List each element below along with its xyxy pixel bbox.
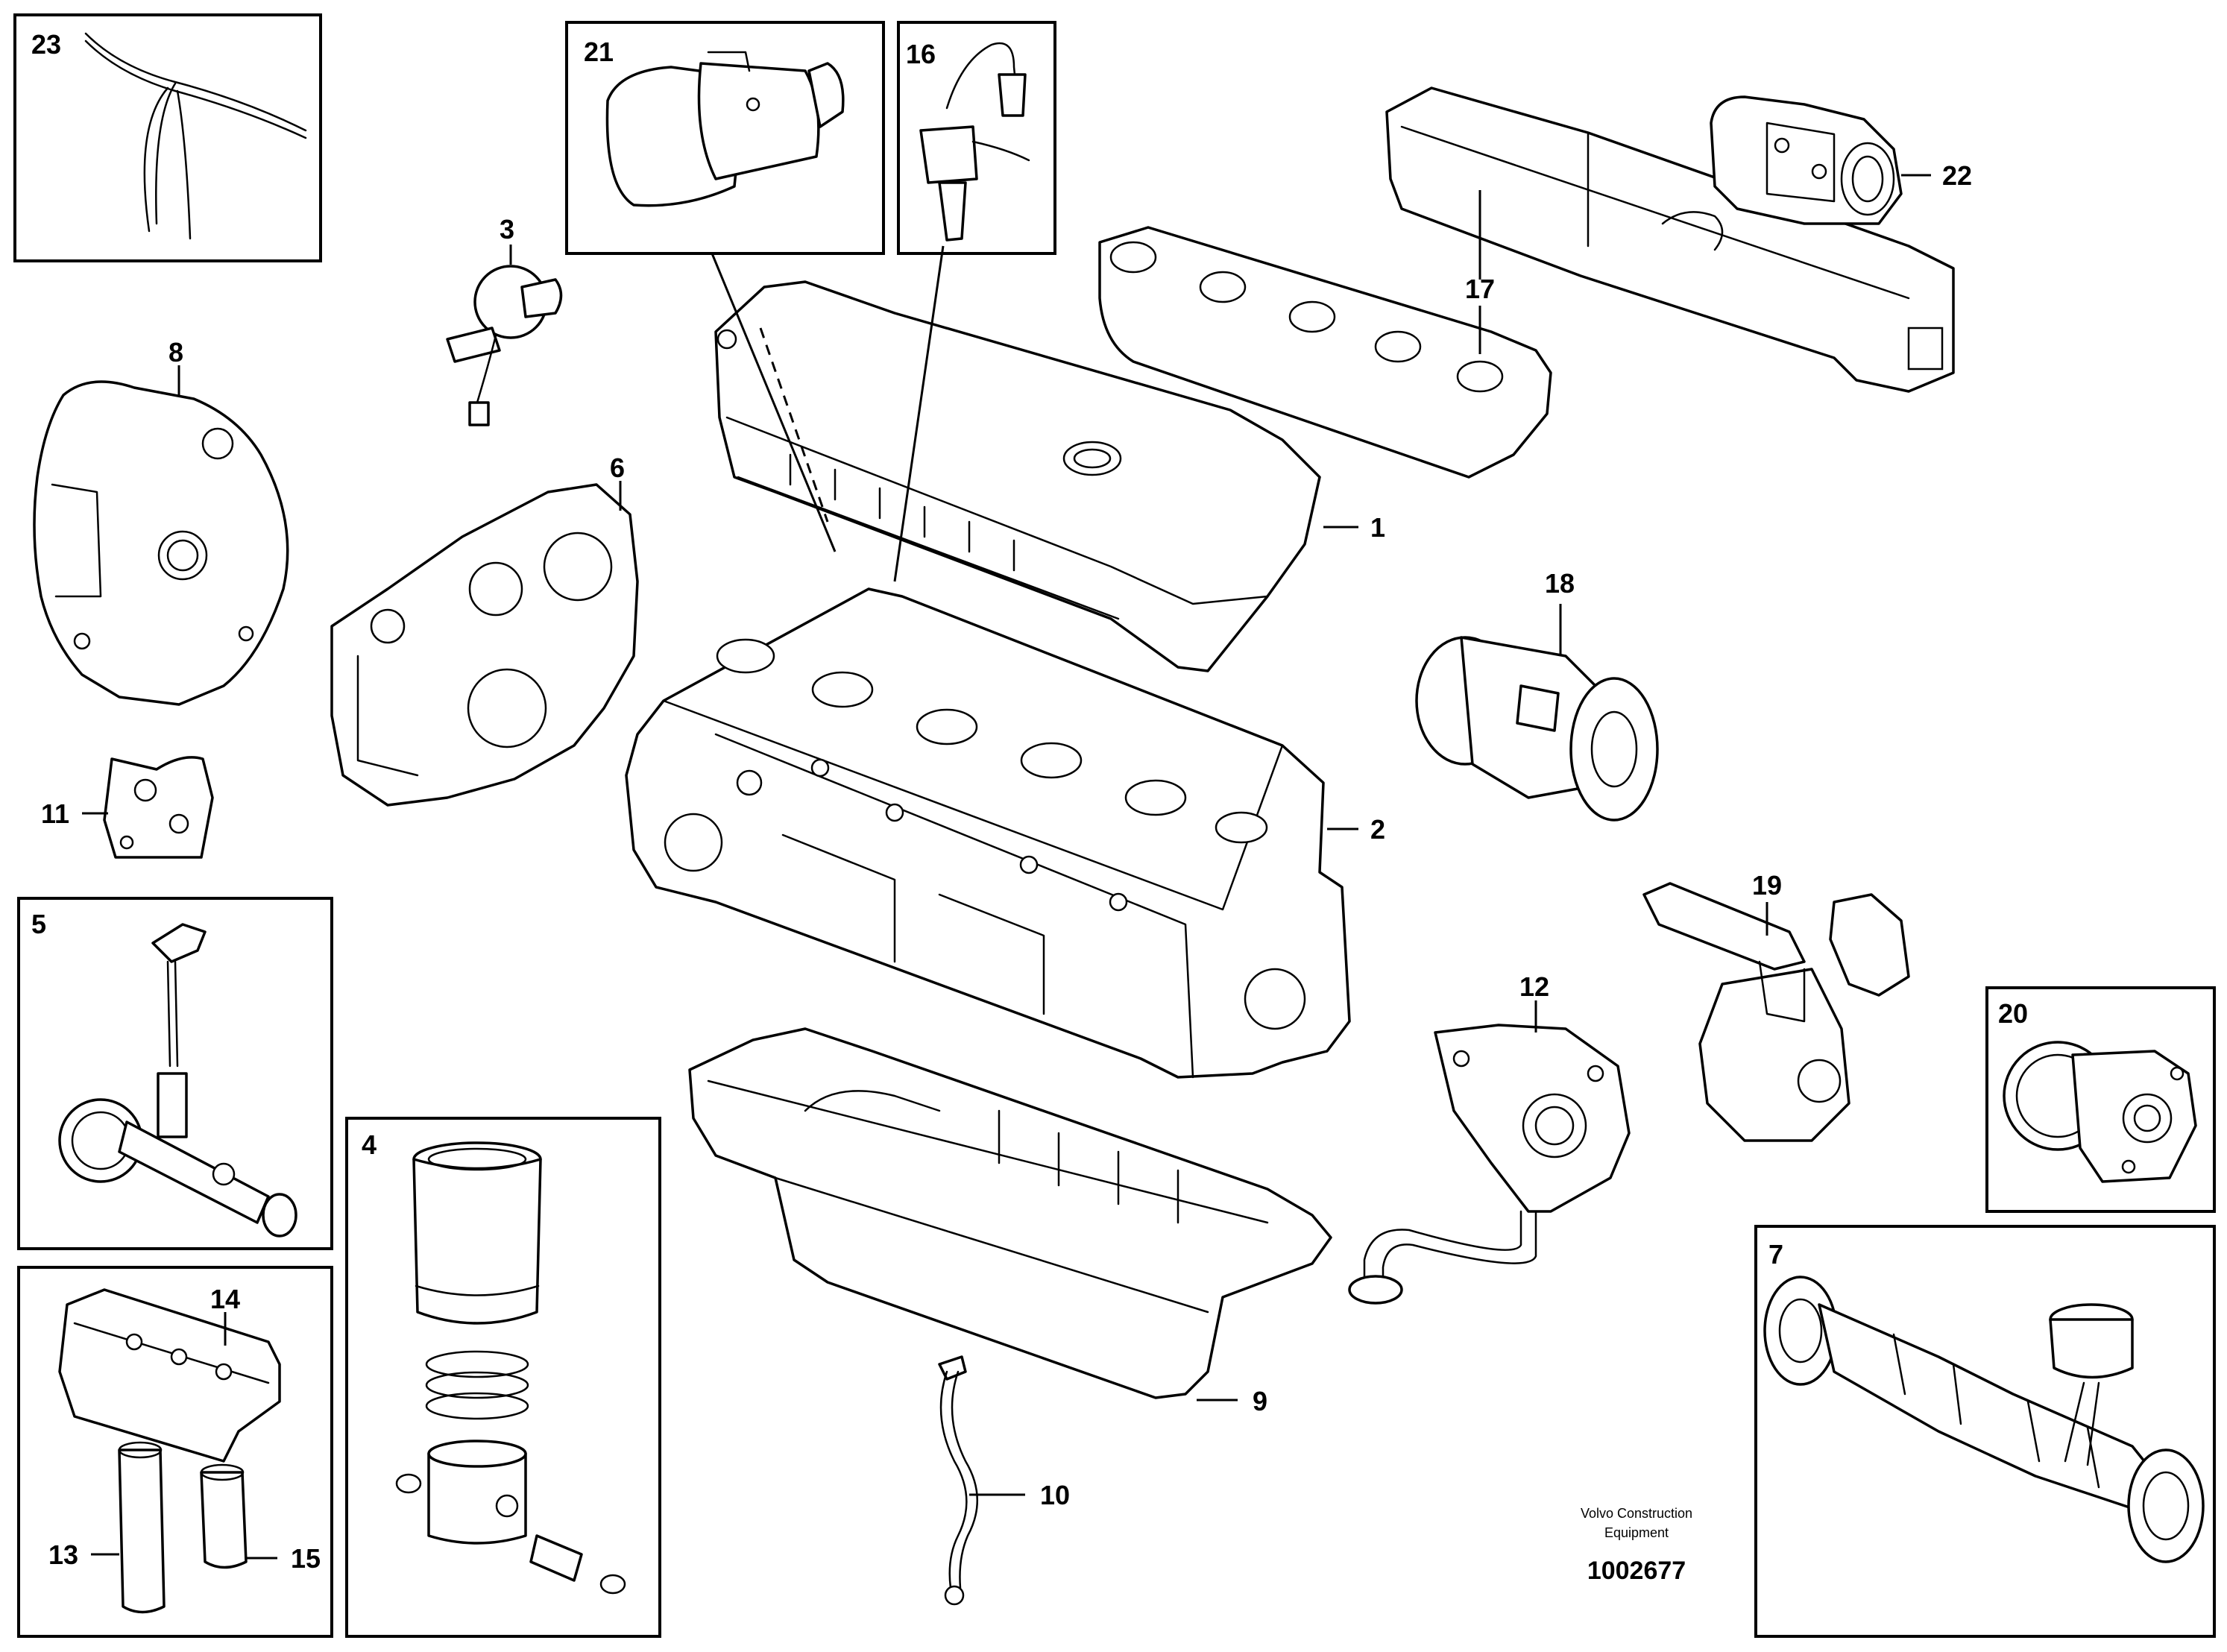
inset-16-leader bbox=[893, 245, 945, 582]
oil-pump-part bbox=[1348, 1024, 1631, 1305]
callout-5: 5 bbox=[31, 909, 46, 939]
injector-part bbox=[919, 42, 1030, 242]
inset-frame-16 bbox=[897, 21, 1056, 255]
callout-2: 2 bbox=[1370, 814, 1385, 845]
callout-18: 18 bbox=[1545, 568, 1575, 599]
callout-17: 17 bbox=[1465, 274, 1495, 304]
valve-cover-part bbox=[714, 280, 1321, 672]
callout-leaders bbox=[82, 174, 1931, 1560]
inset-frame-23 bbox=[13, 13, 322, 262]
drawing-number: 1002677 bbox=[1587, 1557, 1686, 1585]
oil-cooler-filter-part bbox=[58, 1288, 281, 1614]
starter-motor-part bbox=[605, 51, 845, 207]
water-pump-part bbox=[1642, 882, 1910, 1142]
oil-pan-part bbox=[688, 1027, 1332, 1399]
callout-4: 4 bbox=[362, 1129, 377, 1160]
drawing-footer: Volvo Construction Equipment 1002677 bbox=[1581, 1506, 1692, 1585]
callout-3: 3 bbox=[500, 214, 514, 245]
dipstick-tube-part bbox=[938, 1355, 979, 1606]
callout-22: 22 bbox=[1942, 160, 1972, 191]
callout-14: 14 bbox=[210, 1284, 240, 1314]
callout-11: 11 bbox=[41, 798, 69, 829]
callout-19: 19 bbox=[1752, 870, 1782, 901]
callout-1: 1 bbox=[1370, 512, 1385, 543]
liner-piston-kit-part bbox=[395, 1141, 626, 1595]
callout-16: 16 bbox=[906, 39, 936, 69]
turbocharger-part bbox=[1415, 636, 1659, 822]
callout-9: 9 bbox=[1253, 1386, 1267, 1416]
camshaft-rocker-part bbox=[58, 923, 297, 1238]
cylinder-block-part bbox=[625, 587, 1351, 1079]
callout-8: 8 bbox=[168, 337, 183, 368]
callout-7: 7 bbox=[1768, 1239, 1783, 1270]
wiring-harness-part bbox=[84, 32, 307, 240]
inset-frame-14 bbox=[17, 1266, 333, 1638]
callout-23: 23 bbox=[31, 29, 61, 60]
callout-labels: 1 2 3 4 5 6 7 8 9 10 11 12 13 14 15 16 1… bbox=[31, 29, 2028, 1574]
inset-frame-7 bbox=[1754, 1225, 2216, 1638]
crankshaft-part bbox=[1763, 1276, 2205, 1563]
inset-21-leader bbox=[711, 253, 837, 552]
inset-frame-21 bbox=[565, 21, 885, 255]
callout-21: 21 bbox=[584, 37, 614, 67]
compressor-part bbox=[1710, 95, 1903, 225]
inset-frame-20 bbox=[1985, 986, 2216, 1213]
callout-20: 20 bbox=[1998, 998, 2028, 1029]
callout-13: 13 bbox=[48, 1539, 78, 1570]
flywheel-housing-part bbox=[33, 380, 289, 706]
exhaust-manifold-part bbox=[1098, 86, 1955, 479]
pto-gear-part bbox=[2003, 1041, 2197, 1183]
brand-line-1: Volvo Construction bbox=[1581, 1506, 1692, 1521]
callout-15: 15 bbox=[291, 1543, 321, 1574]
callout-12: 12 bbox=[1519, 971, 1549, 1002]
brand-line-2: Equipment bbox=[1604, 1525, 1669, 1540]
inset-21-dashed-leader bbox=[759, 327, 829, 523]
timing-cover-part bbox=[330, 483, 639, 807]
inset-frame-5 bbox=[17, 897, 333, 1250]
bracket-plate-part bbox=[103, 756, 214, 859]
callout-6: 6 bbox=[610, 453, 625, 483]
sensor-valve-part bbox=[446, 265, 563, 426]
inset-frame-4 bbox=[345, 1117, 661, 1638]
callout-10: 10 bbox=[1040, 1480, 1070, 1510]
